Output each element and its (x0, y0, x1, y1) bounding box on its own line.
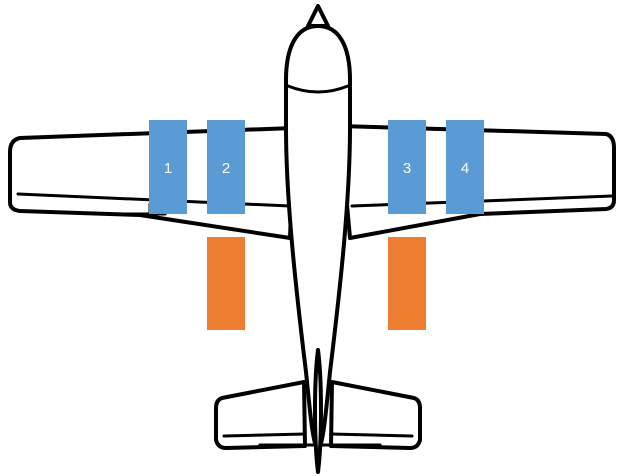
wing-zone-label: 3 (403, 160, 411, 177)
wing-zone-box (446, 120, 484, 214)
lower-zones (207, 237, 426, 330)
wing-zone-label: 1 (164, 160, 172, 177)
airplane-outline-icon (8, 4, 616, 474)
wing-zone-4: 4 (446, 120, 484, 214)
wing-zone-3: 3 (388, 120, 426, 214)
cowling-line (286, 84, 350, 94)
vertical-fin (313, 348, 323, 474)
right-horizontal-stabilizer (329, 380, 422, 450)
left-horizontal-stabilizer (214, 380, 307, 450)
wing-zone-box (207, 120, 245, 214)
lower-zone-left (207, 237, 245, 330)
spinner (306, 4, 330, 28)
wing-zones: 1 2 3 4 (149, 120, 484, 214)
wing-zone-label: 2 (222, 160, 230, 177)
wing-zone-box (149, 120, 187, 214)
wing-zone-box (388, 120, 426, 214)
wing-zone-label: 4 (461, 160, 469, 177)
wing-zone-1: 1 (149, 120, 187, 214)
wing-zone-2: 2 (207, 120, 245, 214)
lower-zone-right (388, 237, 426, 330)
